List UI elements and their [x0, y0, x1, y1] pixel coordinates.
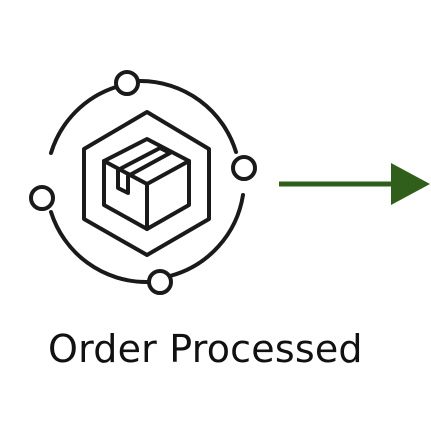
- arrow-right-icon: [279, 163, 430, 205]
- box-tape: [116, 146, 172, 195]
- orbit-node-right: [231, 155, 257, 181]
- step-label: Order Processed: [48, 327, 363, 371]
- orbit-arc-right: [168, 193, 245, 278]
- orbit-node-left: [29, 185, 55, 211]
- hexagon-outline: [82, 110, 211, 257]
- orbit-arc-top-left: [49, 85, 118, 155]
- orbit-arc-top-right: [138, 78, 238, 154]
- orbit-node-bottom: [147, 269, 173, 295]
- orbit-arc-bottom-left: [49, 210, 149, 285]
- box-left: [102, 159, 149, 231]
- orbit-node-top: [114, 70, 140, 96]
- box-right: [145, 159, 191, 231]
